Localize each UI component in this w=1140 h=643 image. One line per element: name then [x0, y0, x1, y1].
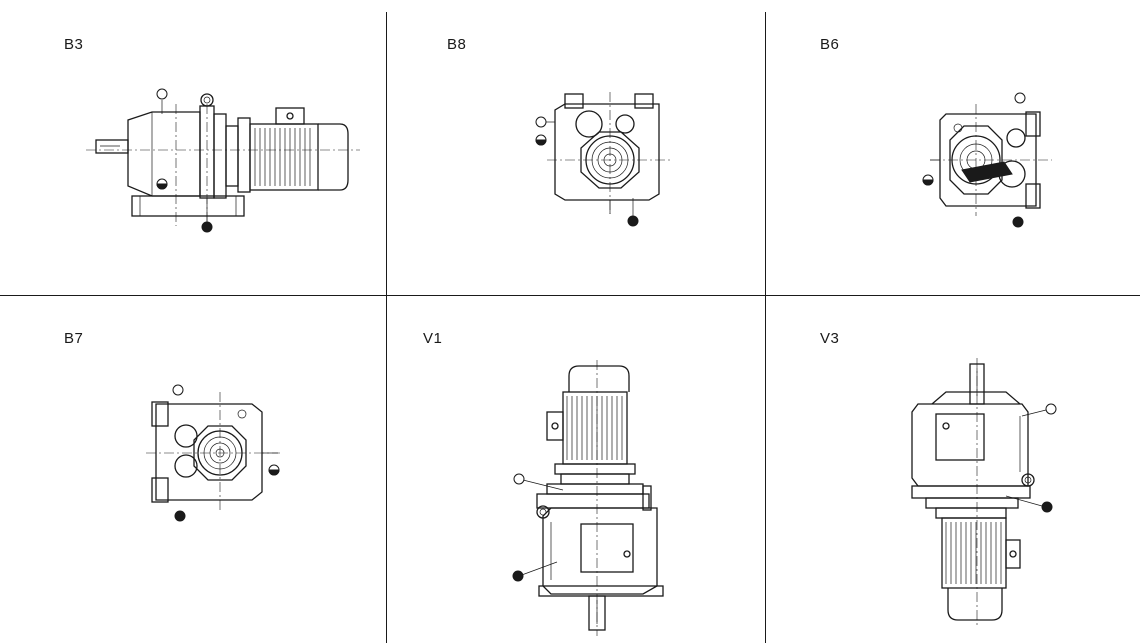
position-cell-b7: B7	[0, 296, 386, 643]
breather-valve-icon	[1014, 92, 1026, 104]
position-cell-b8: B8	[387, 0, 765, 295]
breather-valve-icon	[1045, 403, 1057, 415]
position-label: B7	[64, 330, 84, 347]
position-cell-b3: B3	[0, 0, 386, 295]
gearmotor-b6-drawing	[922, 92, 1052, 228]
breather-valve-icon	[535, 116, 547, 128]
oil-drain-icon	[1041, 501, 1053, 513]
gearmotor-b7-drawing	[146, 384, 280, 522]
position-cell-v3: V3	[766, 296, 1140, 643]
position-label: B8	[447, 36, 467, 53]
gearmotor-v1-drawing	[512, 360, 664, 636]
breather-valve-icon	[513, 473, 525, 485]
position-cell-b6: B6	[766, 0, 1140, 295]
oil-drain-icon	[627, 215, 639, 227]
grid-divider-horizontal	[0, 295, 1140, 296]
gearmotor-v3-drawing	[911, 358, 1057, 628]
breather-valve-icon	[156, 88, 168, 100]
position-label: B3	[64, 36, 84, 53]
position-cell-v1: V1	[387, 296, 765, 643]
position-label: B6	[820, 36, 840, 53]
breather-valve-icon	[172, 384, 184, 396]
oil-drain-icon	[174, 510, 186, 522]
oil-drain-icon	[1012, 216, 1024, 228]
grid-divider-vertical-2	[765, 12, 766, 643]
gearmotor-b3-drawing	[86, 88, 360, 233]
oil-drain-icon	[512, 570, 524, 582]
position-label: V3	[820, 330, 840, 347]
oil-drain-icon	[201, 221, 213, 233]
grid-divider-vertical-1	[386, 12, 387, 643]
position-label: V1	[423, 330, 443, 347]
gearmotor-b8-drawing	[535, 92, 671, 227]
